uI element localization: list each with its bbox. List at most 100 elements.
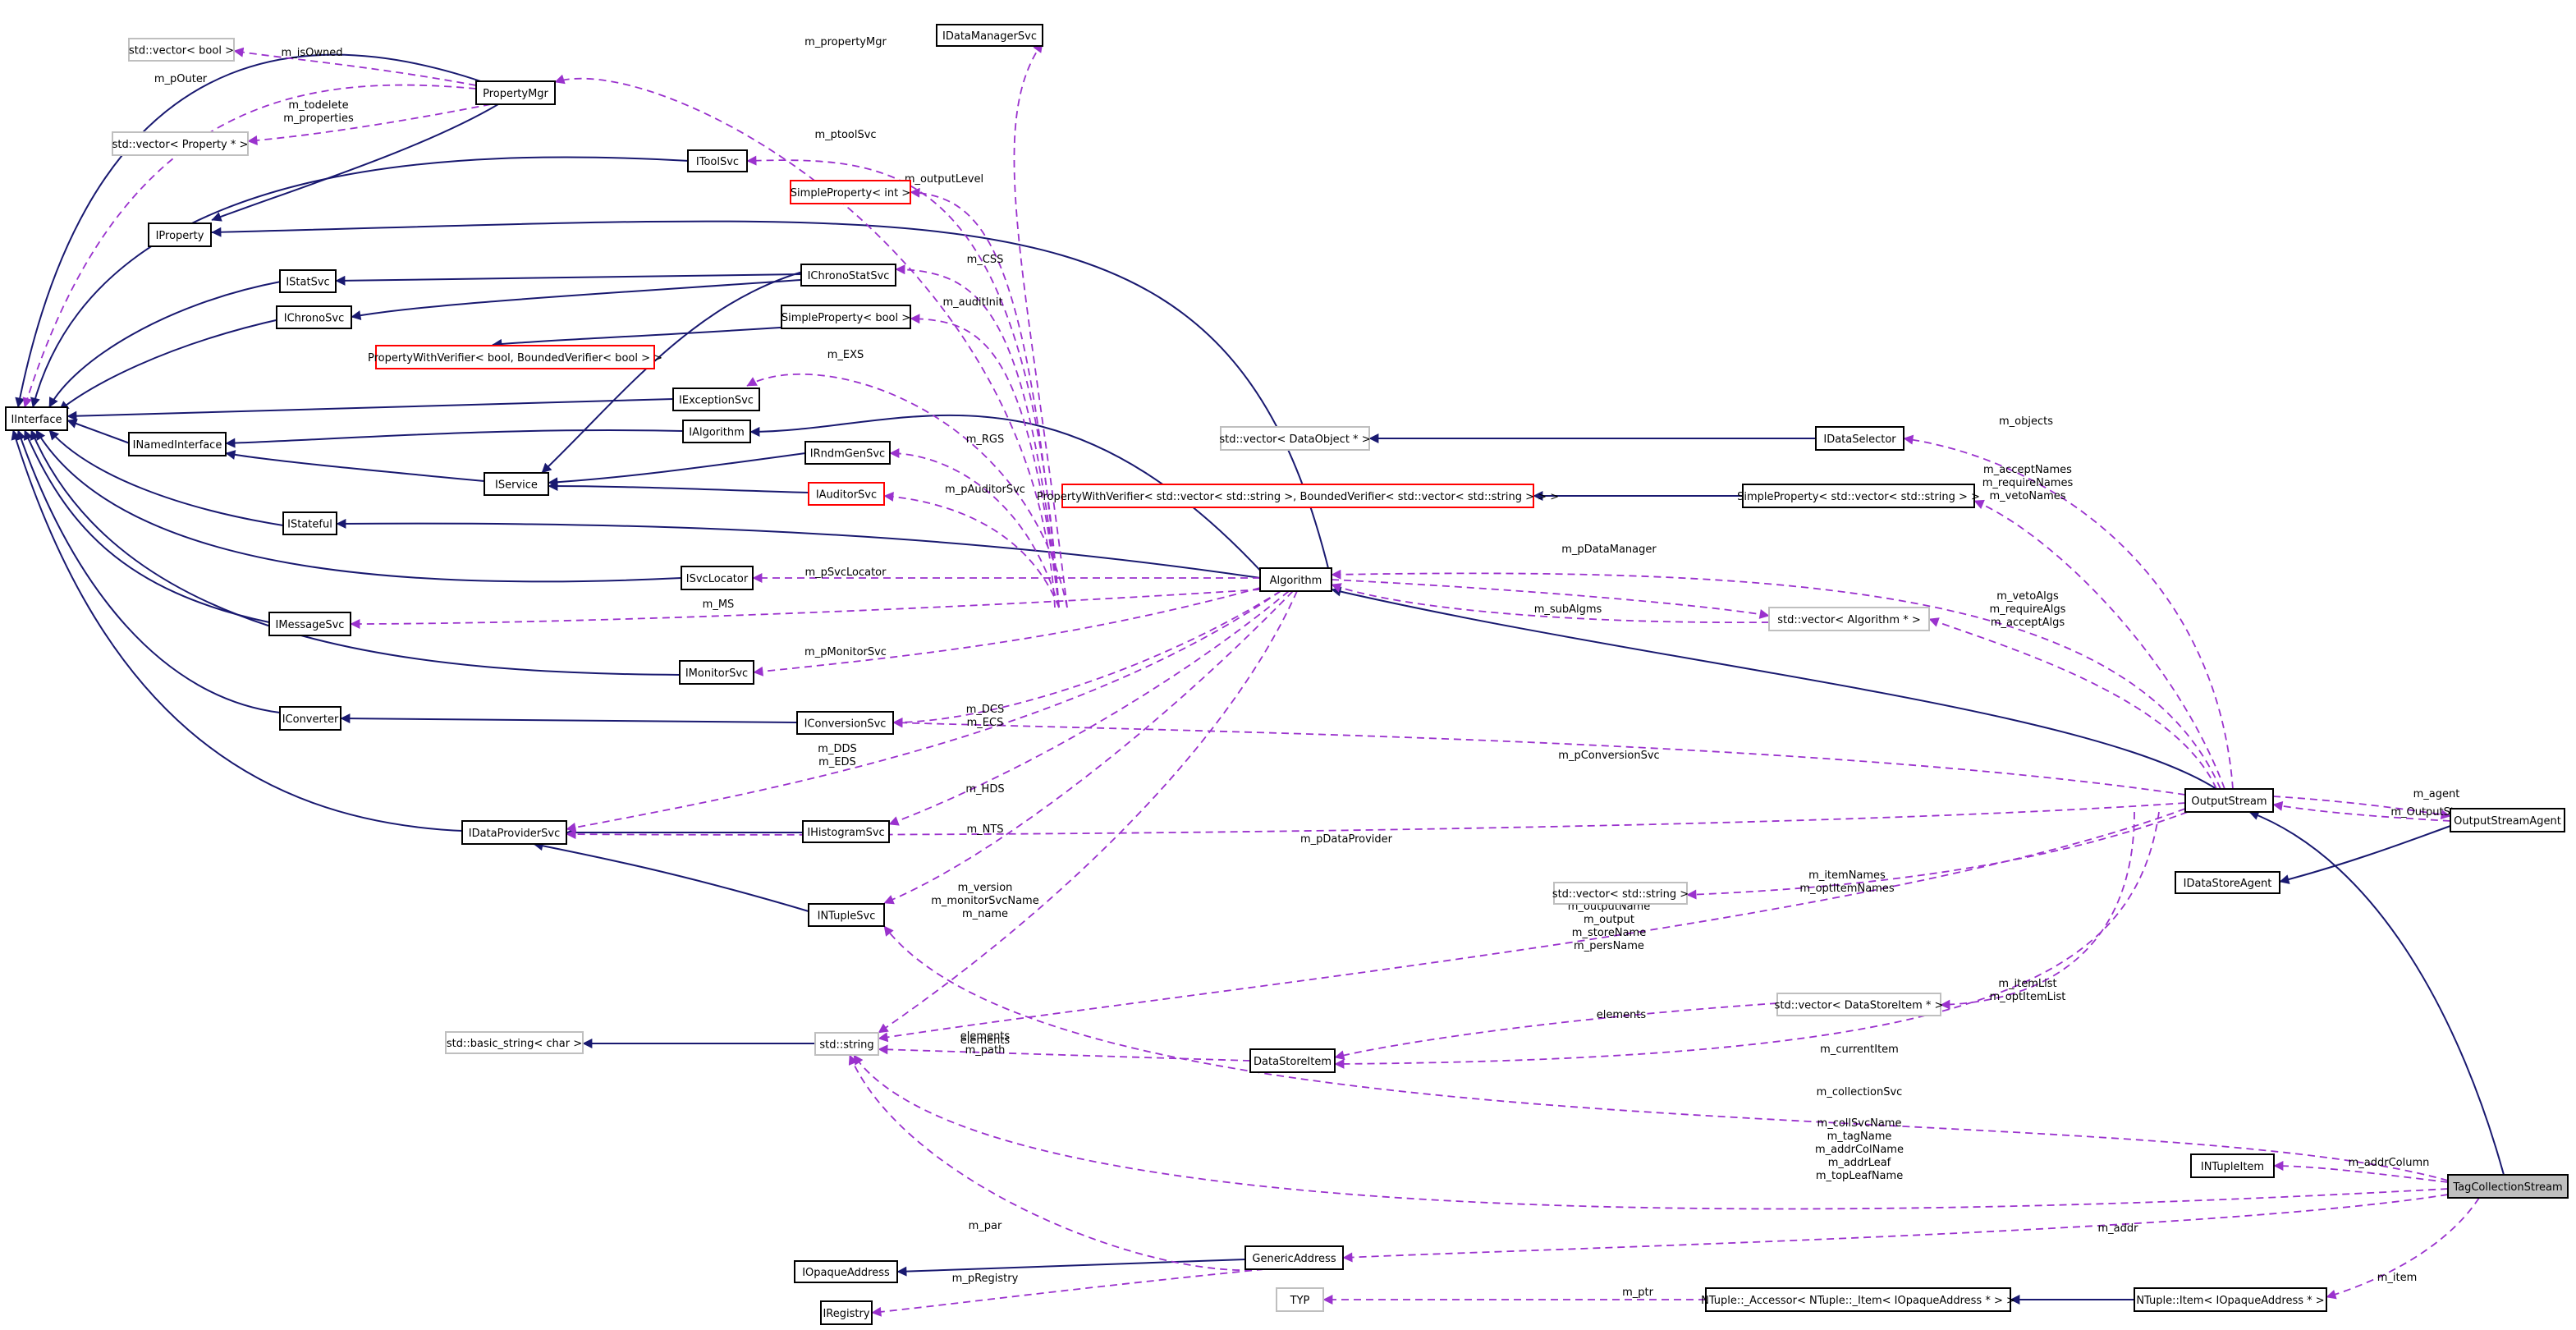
class-node-imessagesvc[interactable]: IMessageSvc bbox=[268, 612, 351, 636]
class-label: NTuple::Item< IOpaqueAddress * > bbox=[2136, 1295, 2324, 1307]
inheritance-edge bbox=[2248, 810, 2505, 1176]
class-node-irndmgensvc[interactable]: IRndmGenSvc bbox=[804, 441, 891, 465]
class-node-datastoreitem[interactable]: DataStoreItem bbox=[1249, 1048, 1336, 1073]
edge-label: m_auditInit bbox=[942, 296, 1002, 309]
usage-edge bbox=[878, 590, 1298, 1034]
class-label: IRegistry bbox=[823, 1308, 869, 1320]
class-node-vecstdstring[interactable]: std::vector< std::string > bbox=[1552, 882, 1689, 905]
class-node-ichronostatsvc[interactable]: IChronoStatSvc bbox=[800, 264, 896, 287]
class-node-vecdataobject[interactable]: std::vector< DataObject * > bbox=[1219, 426, 1371, 451]
class-label: IMessageSvc bbox=[276, 619, 345, 631]
class-label: IInterface bbox=[11, 414, 62, 426]
edge-label: m_pOuter bbox=[154, 73, 208, 85]
edge-label: m_ptr bbox=[1622, 1286, 1654, 1299]
class-node-simplepropertyint[interactable]: SimpleProperty< int > bbox=[790, 180, 911, 204]
class-node-iconversionsvc[interactable]: IConversionSvc bbox=[796, 711, 894, 735]
class-node-propertymgr[interactable]: PropertyMgr bbox=[475, 80, 556, 105]
class-label: INTupleSvc bbox=[818, 910, 876, 923]
class-node-ihistogramsvc[interactable]: IHistogramSvc bbox=[802, 820, 890, 843]
class-node-vecalgorithm[interactable]: std::vector< Algorithm * > bbox=[1768, 607, 1930, 631]
class-label: IConverter bbox=[282, 713, 339, 726]
class-node-istateful[interactable]: IStateful bbox=[282, 511, 337, 535]
class-node-genericaddress[interactable]: GenericAddress bbox=[1244, 1245, 1344, 1270]
class-node-basicstring[interactable]: std::basic_string< char > bbox=[445, 1031, 584, 1054]
class-node-idatamanagersvc[interactable]: IDataManagerSvc bbox=[936, 24, 1043, 47]
class-node-iexceptionsvc[interactable]: IExceptionSvc bbox=[672, 388, 760, 411]
edge-label: m_pRegistry bbox=[952, 1273, 1019, 1285]
usage-edge bbox=[1903, 434, 2234, 790]
class-label: std::vector< DataStoreItem * > bbox=[1775, 1000, 1944, 1012]
usage-edge bbox=[2326, 1197, 2480, 1300]
class-node-algorithm[interactable]: Algorithm bbox=[1259, 567, 1332, 592]
edge-label: m_propertyMgr bbox=[804, 36, 887, 48]
usage-edge bbox=[753, 587, 1261, 676]
class-node-isvclocator[interactable]: ISvcLocator bbox=[681, 566, 754, 590]
class-label: GenericAddress bbox=[1252, 1253, 1336, 1265]
class-node-inamedinterface[interactable]: INamedInterface bbox=[128, 432, 227, 456]
edge-label: m_EXS bbox=[827, 349, 864, 361]
class-label: IDataProviderSvc bbox=[469, 828, 561, 840]
class-label: OutputStream bbox=[2191, 796, 2267, 808]
class-node-iproperty[interactable]: IProperty bbox=[148, 222, 212, 247]
class-node-pwvbool[interactable]: PropertyWithVerifier< bool, BoundedVerif… bbox=[368, 345, 662, 369]
class-label: std::basic_string< char > bbox=[447, 1038, 582, 1050]
inheritance-edge bbox=[335, 273, 802, 286]
class-node-ialgorithm[interactable]: IAlgorithm bbox=[682, 420, 751, 443]
class-label: SimpleProperty< int > bbox=[791, 187, 910, 200]
edge-label: m_HDS bbox=[965, 783, 1004, 796]
usage-edge bbox=[895, 264, 1060, 608]
class-node-ichronosvc[interactable]: IChronoSvc bbox=[276, 305, 352, 329]
class-node-spvecstring[interactable]: SimpleProperty< std::vector< std::string… bbox=[1737, 484, 1980, 508]
class-node-typ[interactable]: TYP bbox=[1276, 1287, 1324, 1312]
edge-label: m_MS bbox=[703, 598, 735, 611]
class-node-simplepropertybool[interactable]: SimpleProperty< bool > bbox=[781, 305, 911, 329]
class-node-intupleitem[interactable]: INTupleItem bbox=[2190, 1153, 2275, 1178]
usage-edge bbox=[1334, 1002, 1778, 1061]
class-node-idataprovidersvc[interactable]: IDataProviderSvc bbox=[461, 820, 567, 845]
usage-edge bbox=[350, 589, 1261, 629]
class-node-imonitorsvc[interactable]: IMonitorSvc bbox=[679, 660, 754, 685]
class-node-idataselector[interactable]: IDataSelector bbox=[1815, 426, 1904, 451]
inheritance-edge bbox=[541, 266, 822, 474]
inheritance-edge bbox=[48, 281, 282, 408]
class-node-iconverter[interactable]: IConverter bbox=[279, 706, 341, 731]
inheritance-edge bbox=[35, 429, 682, 583]
class-node-iservice[interactable]: IService bbox=[484, 472, 549, 496]
inheritance-edge bbox=[1331, 586, 2217, 790]
class-node-itoolsvc[interactable]: IToolSvc bbox=[687, 149, 748, 172]
class-node-iauditorsvc[interactable]: IAuditorSvc bbox=[808, 482, 885, 506]
class-label: IStatSvc bbox=[286, 277, 329, 289]
class-label: IMonitorSvc bbox=[685, 667, 748, 680]
usage-edge bbox=[892, 718, 2186, 796]
class-node-outputstream[interactable]: OutputStream bbox=[2184, 788, 2274, 813]
class-node-ntitem[interactable]: NTuple::Item< IOpaqueAddress * > bbox=[2134, 1287, 2327, 1312]
class-node-iinterface[interactable]: IInterface bbox=[5, 406, 68, 431]
class-node-stdstring[interactable]: std::string bbox=[814, 1032, 879, 1056]
usage-edge bbox=[1973, 499, 2225, 790]
class-node-vecdatastoreitem[interactable]: std::vector< DataStoreItem * > bbox=[1775, 993, 1944, 1016]
class-node-vecproperty[interactable]: std::vector< Property * > bbox=[112, 131, 249, 156]
class-node-pwvvecstring[interactable]: PropertyWithVerifier< std::vector< std::… bbox=[1037, 484, 1559, 508]
inheritance-edge bbox=[58, 318, 284, 411]
edge-label: m_addrColumn bbox=[2349, 1157, 2430, 1169]
inheritance-edge bbox=[66, 398, 674, 421]
class-label: NTuple::_Accessor< NTuple::_Item< IOpaqu… bbox=[1701, 1295, 2015, 1307]
class-node-vecbool[interactable]: std::vector< bool > bbox=[128, 38, 235, 62]
class-node-iopaqueaddress[interactable]: IOpaqueAddress bbox=[794, 1260, 898, 1283]
class-node-tagcollectionstream[interactable]: TagCollectionStream bbox=[2447, 1174, 2569, 1199]
class-node-iregistry[interactable]: IRegistry bbox=[820, 1300, 873, 1325]
inheritance-edge bbox=[30, 156, 690, 408]
class-node-ntaccessor[interactable]: NTuple::_Accessor< NTuple::_Item< IOpaqu… bbox=[1701, 1287, 2015, 1312]
class-label: std::vector< bool > bbox=[129, 45, 234, 57]
class-node-idatastoreagent[interactable]: IDataStoreAgent bbox=[2175, 871, 2280, 894]
class-node-intuplesvc[interactable]: INTupleSvc bbox=[808, 903, 885, 927]
class-label: ISvcLocator bbox=[686, 573, 749, 585]
class-node-istatsvc[interactable]: IStatSvc bbox=[279, 269, 337, 293]
class-node-outputstreamagent[interactable]: OutputStreamAgent bbox=[2450, 808, 2565, 832]
